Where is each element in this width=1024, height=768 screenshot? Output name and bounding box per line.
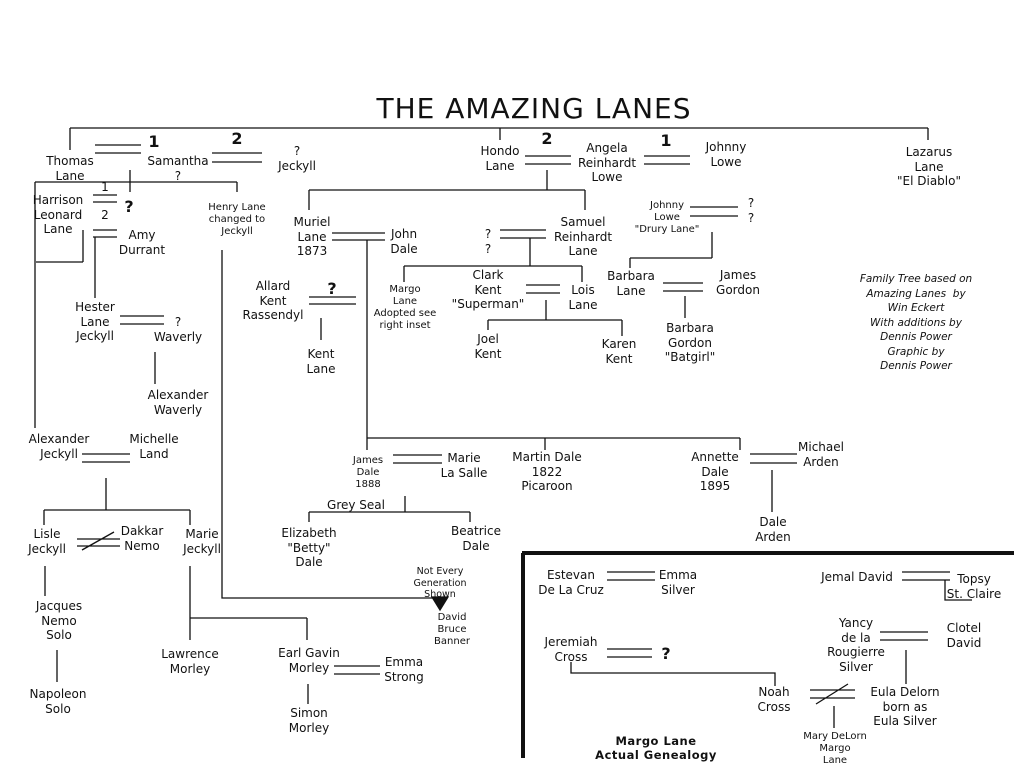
person-michael-arden: Michael Arden	[798, 440, 844, 469]
marriage-number-2c: 2	[101, 208, 109, 222]
unknown-spouse: ?	[124, 197, 134, 216]
inset-yancy-de-la-rougierre-silver: Yancy de la Rougierre Silver	[827, 616, 885, 674]
person-emma-strong: Emma Strong	[384, 655, 424, 684]
person-harrison-leonard-lane: Harrison Leonard Lane	[32, 193, 84, 236]
marriage-number-2b: 2	[541, 129, 553, 148]
inset-topsy-st-claire: Topsy St. Claire	[946, 572, 1002, 601]
inset-unknown-spouse: ?	[661, 644, 671, 663]
person-barbara-lane: Barbara Lane	[607, 269, 655, 298]
person-jacques-nemo-solo: Jacques Nemo Solo	[35, 599, 83, 642]
person-hondo-lane: Hondo Lane	[480, 144, 520, 173]
inset-noah-cross: Noah Cross	[757, 685, 791, 714]
person-amy-durrant: Amy Durrant	[118, 228, 166, 257]
person-martin-dale: Martin Dale 1822 Picaroon	[512, 450, 582, 493]
person-dakkar-nemo: Dakkar Nemo	[120, 524, 164, 553]
person-napoleon-solo: Napoleon Solo	[29, 687, 87, 716]
not-every-generation-note: Not Every Generation Shown	[413, 566, 467, 600]
person-lawrence-morley: Lawrence Morley	[161, 647, 219, 676]
person-dale-arden: Dale Arden	[755, 515, 791, 544]
person-elizabeth-betty-dale: Elizabeth "Betty" Dale	[281, 526, 337, 569]
person-simon-morley: Simon Morley	[288, 706, 330, 735]
inset-mary-delorn-margo-lane: Mary DeLorn Margo Lane	[803, 731, 867, 766]
person-allard-kent-rassendyl: Allard Kent Rassendyl	[242, 279, 304, 322]
person-johnny-lowe-drury-lane: Johnny Lowe "Drury Lane"	[634, 200, 700, 235]
person-karen-kent: Karen Kent	[601, 337, 637, 366]
person-marie-jeckyll: Marie Jeckyll	[183, 527, 221, 556]
person-jeckyll: ? Jeckyll	[278, 144, 316, 173]
marriage-number-1: 1	[148, 132, 160, 151]
credits-note: Family Tree based on Amazing Lanes by Wi…	[859, 273, 973, 372]
person-lisle-jeckyll: Lisle Jeckyll	[28, 527, 66, 556]
person-margo-lane: Margo Lane Adopted see right inset	[373, 284, 437, 331]
person-james-gordon: James Gordon	[716, 268, 760, 297]
person-james-dale: James Dale 1888	[352, 455, 384, 490]
person-earl-gavin-morley: Earl Gavin Morley	[278, 646, 340, 675]
person-alexander-jeckyll: Alexander Jeckyll	[28, 432, 90, 461]
marriage-number-1c: 1	[101, 180, 109, 194]
page-title: THE AMAZING LANES	[376, 92, 692, 125]
person-samantha: Samantha ?	[147, 154, 209, 183]
grey-seal-label: Grey Seal	[327, 498, 385, 512]
person-barbara-gordon: Barbara Gordon "Batgirl"	[664, 321, 716, 364]
person-clark-kent: Clark Kent "Superman"	[451, 268, 525, 311]
person-beatrice-dale: Beatrice Dale	[451, 524, 501, 553]
inset-caption: Margo Lane Actual Genealogy	[595, 734, 717, 762]
marriage-number-1b: 1	[660, 131, 672, 150]
person-michelle-land: Michelle Land	[129, 432, 179, 461]
person-angela-reinhardt-lowe: Angela Reinhardt Lowe	[577, 141, 637, 184]
inset-eula-delorn: Eula Delorn born as Eula Silver	[870, 685, 940, 728]
person-thomas-lane: Thomas Lane	[46, 154, 94, 183]
person-kent-lane: Kent Lane	[306, 347, 336, 376]
person-waverly: ? Waverly	[153, 315, 203, 344]
marriage-number-2: 2	[231, 129, 243, 148]
person-annette-dale: Annette Dale 1895	[691, 450, 739, 493]
person-samuel-reinhardt-lane: Samuel Reinhardt Lane	[553, 215, 613, 258]
inset-emma-silver: Emma Silver	[658, 568, 698, 597]
inset-estevan-de-la-cruz: Estevan De La Cruz	[538, 568, 604, 597]
person-muriel-lane: Muriel Lane 1873	[293, 215, 331, 258]
inset-clotel-david: Clotel David	[946, 621, 982, 650]
person-unknown-pair: ? ?	[484, 227, 492, 256]
person-henry-lane: Henry Lane changed to Jeckyll	[208, 202, 266, 237]
person-alexander-waverly: Alexander Waverly	[147, 388, 209, 417]
person-joel-kent: Joel Kent	[474, 332, 502, 361]
person-lazarus-lane: Lazarus Lane "El Diablo"	[897, 145, 961, 188]
person-marie-la-salle: Marie La Salle	[440, 451, 488, 480]
person-lois-lane: Lois Lane	[568, 283, 598, 312]
person-hester-lane-jeckyll: Hester Lane Jeckyll	[75, 300, 115, 343]
person-unknown-pair-2: ? ?	[747, 196, 755, 225]
person-johnny-lowe: Johnny Lowe	[705, 140, 747, 169]
unknown-spouse-allard: ?	[327, 279, 337, 298]
person-john-dale: John Dale	[390, 227, 418, 256]
inset-jeremiah-cross: Jeremiah Cross	[544, 635, 598, 664]
inset-jemal-david: Jemal David	[821, 570, 893, 584]
person-david-bruce-banner: David Bruce Banner	[434, 612, 470, 647]
